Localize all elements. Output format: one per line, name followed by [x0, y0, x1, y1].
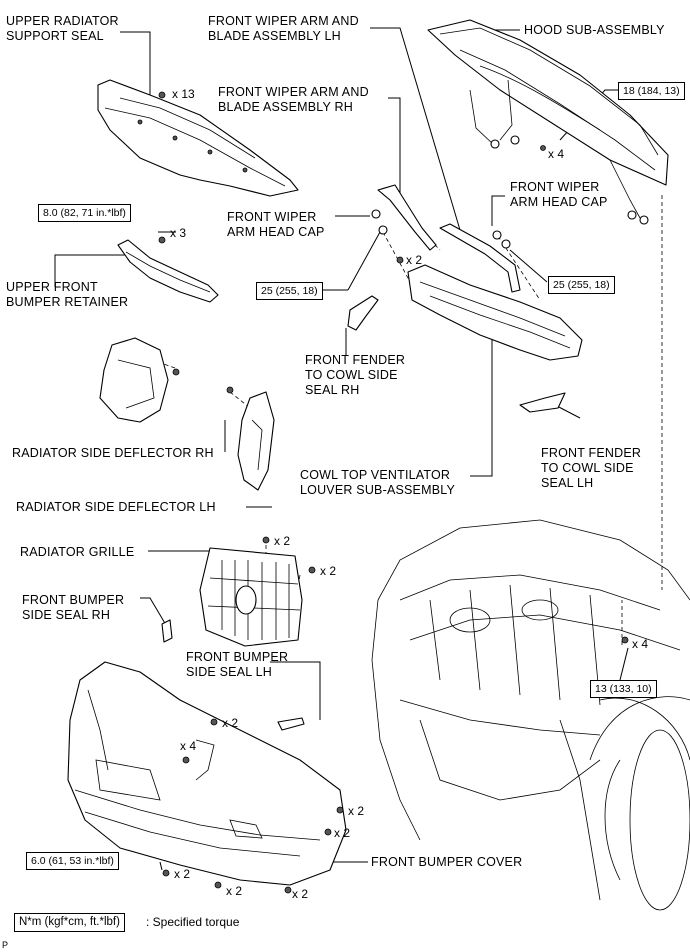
label-hood-sub-assembly: HOOD SUB-ASSEMBLY	[524, 23, 665, 37]
qty-bumper-bottom-right: x 2	[292, 887, 309, 901]
label-front-wiper-arm-head-cap-rh-side: FRONT WIPER ARM HEAD CAP	[227, 210, 325, 239]
torque-wiper-lh: 25 (255, 18)	[548, 276, 615, 294]
label-radiator-grille: RADIATOR GRILLE	[20, 545, 135, 559]
label-upper-front-bumper-retainer: UPPER FRONT BUMPER RETAINER	[6, 280, 129, 309]
label-front-wiper-arm-lh: FRONT WIPER ARM AND BLADE ASSEMBLY LH	[208, 14, 359, 43]
upper-radiator-support-seal-drawing	[97, 79, 299, 197]
front-wiper-arm-rh-drawing	[371, 184, 437, 251]
upper-front-bumper-retainer-drawing	[117, 236, 219, 303]
torque-wiper-rh: 25 (255, 18)	[256, 282, 323, 300]
legend-torque-unit: N*m (kgf*cm, ft.*lbf)	[14, 913, 125, 932]
front-wiper-arm-lh-drawing	[439, 223, 521, 293]
torque-retainer: 8.0 (82, 71 in.*lbf)	[38, 204, 131, 222]
label-front-wiper-arm-head-cap-lh-side: FRONT WIPER ARM HEAD CAP	[510, 180, 608, 209]
label-upper-radiator-support-seal: UPPER RADIATOR SUPPORT SEAL	[6, 14, 119, 43]
fender-to-cowl-seal-rh-drawing	[347, 295, 379, 331]
hood-sub-assembly-drawing	[427, 19, 669, 225]
front-bumper-side-seal-lh-drawing	[277, 717, 305, 731]
qty-bumper-upper: x 2	[222, 716, 239, 730]
qty-grille-top: x 2	[274, 534, 291, 548]
label-front-fender-to-cowl-side-seal-lh: FRONT FENDER TO COWL SIDE SEAL LH	[541, 446, 642, 490]
label-front-bumper-side-seal-lh: FRONT BUMPER SIDE SEAL LH	[186, 650, 289, 679]
qty-bumper-bottom-left: x 2	[174, 867, 191, 881]
label-front-wiper-arm-rh: FRONT WIPER ARM AND BLADE ASSEMBLY RH	[218, 85, 369, 114]
qty-grille-side: x 2	[320, 564, 337, 578]
label-radiator-side-deflector-lh: RADIATOR SIDE DEFLECTOR LH	[16, 500, 216, 514]
qty-bumper-bottom-center: x 2	[226, 884, 243, 898]
torque-hood: 18 (184, 13)	[618, 82, 685, 100]
radiator-side-deflector-lh-drawing	[226, 386, 275, 491]
leader-lines	[54, 27, 629, 871]
front-bumper-cover-drawing	[67, 661, 347, 894]
radiator-side-deflector-rh-drawing	[99, 337, 180, 423]
label-front-bumper-side-seal-rh: FRONT BUMPER SIDE SEAL RH	[22, 593, 125, 622]
fender-to-cowl-seal-lh-drawing	[519, 392, 566, 413]
torque-bumper: 6.0 (61, 53 in.*lbf)	[26, 852, 119, 870]
qty-bumper-right-lower: x 2	[334, 826, 351, 840]
radiator-grille-drawing	[199, 536, 316, 647]
qty-bumper-right-upper: x 2	[348, 804, 365, 818]
qty-seal-clips: x 13	[172, 87, 195, 101]
cowl-top-ventilator-louver-drawing	[396, 256, 583, 361]
label-front-bumper-cover: FRONT BUMPER COVER	[371, 855, 523, 869]
qty-retainer-bolts: x 3	[170, 226, 187, 240]
label-front-fender-to-cowl-side-seal-rh: FRONT FENDER TO COWL SIDE SEAL RH	[305, 353, 406, 397]
vehicle-engine-bay-drawing	[371, 519, 690, 911]
label-radiator-side-deflector-rh: RADIATOR SIDE DEFLECTOR RH	[12, 446, 214, 460]
qty-bumper-left: x 4	[180, 739, 197, 753]
qty-cowl-nuts: x 2	[406, 253, 423, 267]
torque-engine-compartment: 13 (133, 10)	[590, 680, 657, 698]
page-marker: P	[2, 940, 9, 950]
qty-engine-bolts: x 4	[632, 637, 649, 651]
front-bumper-side-seal-rh-drawing	[161, 619, 173, 643]
qty-hood-bolts: x 4	[548, 147, 565, 161]
label-cowl-top-ventilator-louver: COWL TOP VENTILATOR LOUVER SUB-ASSEMBLY	[300, 468, 456, 497]
legend-description: : Specified torque	[146, 915, 240, 929]
